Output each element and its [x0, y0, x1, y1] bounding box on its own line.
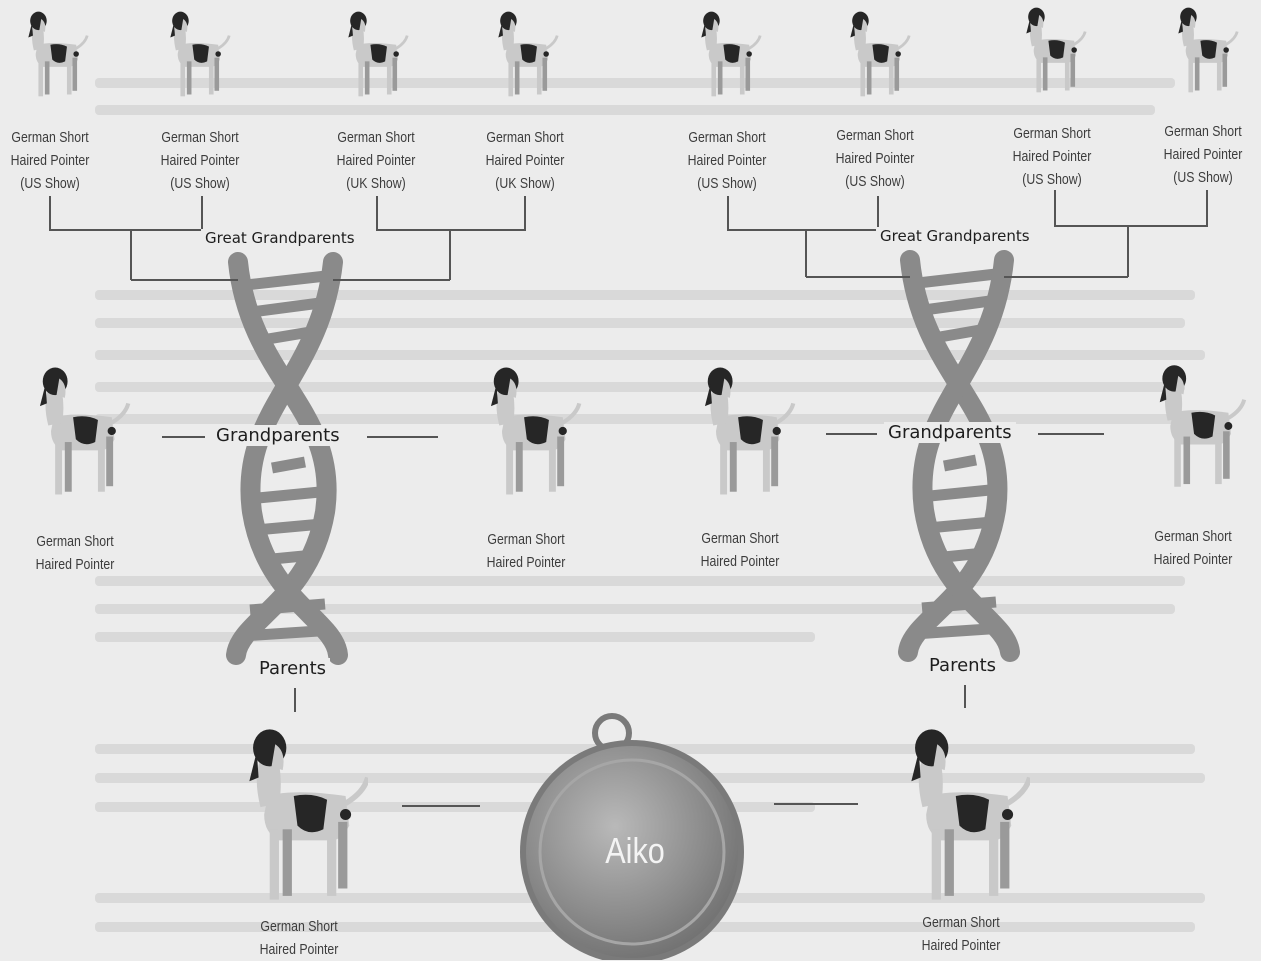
great-grandparents-label-right: Great Grandparents — [876, 227, 1034, 245]
pointer-dog-icon — [25, 362, 135, 505]
connector-lines — [50, 190, 1207, 806]
parents-label-left: Parents — [255, 658, 330, 679]
pointer-dog-icon — [20, 8, 90, 105]
pointer-dog-icon — [1018, 4, 1088, 101]
grandparents-label-right: Grandparents — [884, 422, 1016, 443]
pointer-dog-icon — [693, 8, 763, 105]
pointer-dog-icon — [490, 8, 560, 105]
pointer-dog-icon — [690, 362, 800, 505]
pointer-dog-icon — [476, 362, 586, 505]
dna-helix-left — [236, 262, 338, 655]
parents-label-right: Parents — [925, 655, 1000, 676]
pointer-dog-icon — [1170, 4, 1240, 101]
pointer-dog-icon — [1143, 360, 1253, 497]
aiko-name: Aiko — [605, 830, 665, 872]
grandparents-label-left: Grandparents — [212, 425, 344, 446]
dna-helix-right — [908, 260, 1010, 652]
pointer-dog-icon — [900, 722, 1030, 912]
pointer-dog-icon — [842, 8, 912, 105]
pointer-dog-icon — [162, 8, 232, 105]
pointer-dog-icon — [340, 8, 410, 105]
great-grandparents-label-left: Great Grandparents — [201, 229, 359, 247]
pointer-dog-icon — [238, 722, 368, 912]
